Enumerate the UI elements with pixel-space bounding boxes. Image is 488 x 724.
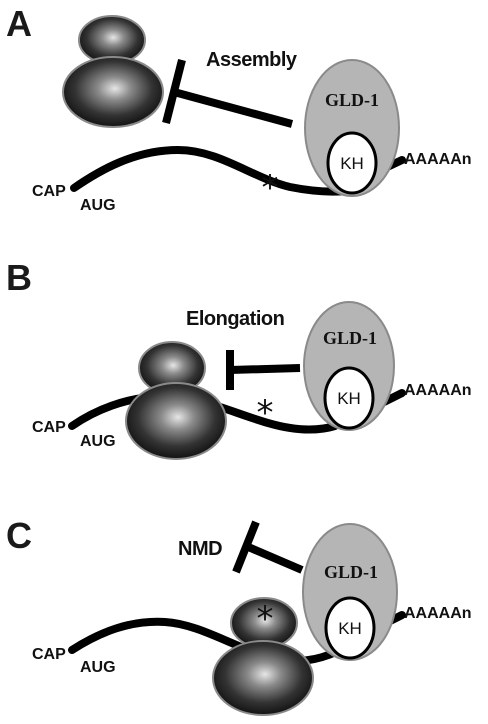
mrna-strand <box>70 145 359 196</box>
polya-tail-label: AAAAAn <box>404 605 472 622</box>
cap-label: CAP <box>32 646 66 663</box>
panel-a-letter: A <box>6 3 32 44</box>
kh-domain <box>326 131 378 195</box>
kh-domain <box>323 366 375 430</box>
cap-label: CAP <box>32 419 66 436</box>
inhibited-process-label: Assembly <box>206 49 298 71</box>
kh-domain <box>324 596 376 660</box>
inhibited-process-label: Elongation <box>186 308 284 330</box>
cap-label: CAP <box>32 183 66 200</box>
panel-c: C NMD GLD-1 KH * CAP AUG AAAAAn <box>6 515 472 716</box>
kh-label: KH <box>338 619 362 638</box>
ribosome-large-subunit <box>212 640 314 716</box>
ribosome-large-subunit <box>62 56 164 128</box>
aug-label: AUG <box>80 433 116 450</box>
polya-tail-label: AAAAAn <box>404 151 472 168</box>
aug-label: AUG <box>80 659 116 676</box>
gld1-label: GLD-1 <box>323 328 377 348</box>
aug-label: AUG <box>80 197 116 214</box>
panel-a: A Assembly GLD-1 KH * CAP AUG AAAAAn <box>6 3 472 214</box>
ribosome-large-subunit <box>125 382 227 460</box>
polya-tail-label: AAAAAn <box>404 382 472 399</box>
inhibition-arrow <box>232 520 304 574</box>
panel-b: B Elongation GLD-1 KH * CAP AUG AAAAAn <box>6 257 472 460</box>
panel-c-letter: C <box>6 515 32 556</box>
stop-codon-marker: * <box>257 393 274 433</box>
panel-b-letter: B <box>6 257 32 298</box>
stop-codon-marker: * <box>262 168 279 208</box>
gld1-label: GLD-1 <box>325 90 379 110</box>
inhibited-process-label: NMD <box>178 538 222 560</box>
stop-codon-marker: * <box>257 599 274 639</box>
kh-label: KH <box>337 389 361 408</box>
kh-label: KH <box>340 154 364 173</box>
inhibition-arrow <box>162 59 294 128</box>
gld1-label: GLD-1 <box>324 562 378 582</box>
inhibition-arrow <box>226 350 301 390</box>
